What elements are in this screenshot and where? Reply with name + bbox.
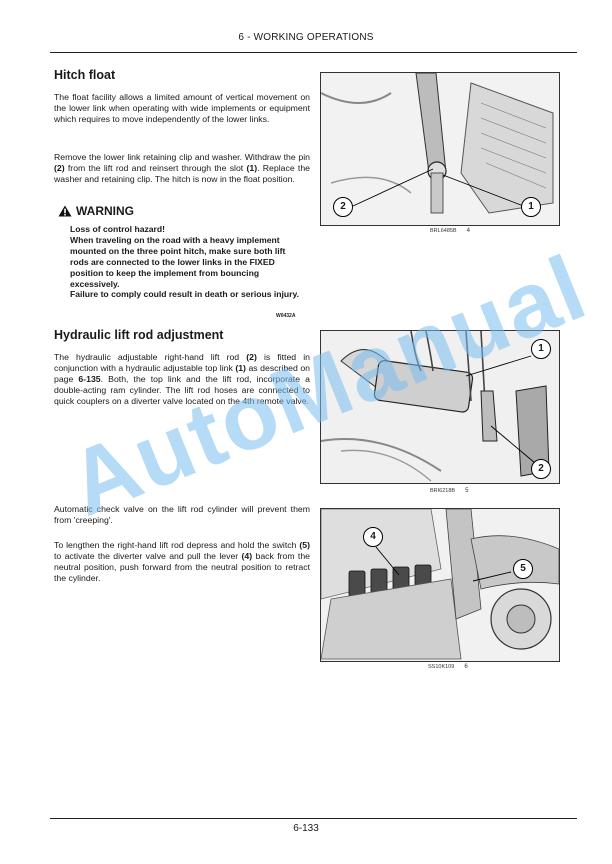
callout-label: 2 [340,201,346,212]
ref-2: (2) [246,352,257,362]
page-number: 6-133 [293,823,319,834]
text-run: from the lift rod and reinsert through t… [64,162,247,173]
warning-line: Failure to comply could result in death … [70,289,300,300]
callout-label: 1 [528,201,534,212]
figure-code: BRI6218B [430,488,456,494]
warning-triangle-icon [58,205,72,217]
ref-5: (5) [299,540,310,550]
page-ref: 6-135 [78,373,101,384]
callout-label: 2 [538,463,544,474]
figure-5-callout: 1 [531,339,551,359]
footer-rule [50,818,577,819]
callout-label: 1 [538,343,544,354]
section-title-lift-rod: Hydraulic lift rod adjustment [54,328,224,342]
figure-6-caption: SS10K109 6 [428,664,468,670]
text-run: The hydraulic adjustable right-hand lift… [54,352,247,362]
figure-6-image: 4 5 [320,508,560,662]
figure-6-callout: 4 [363,527,383,547]
ref-1: (1) [235,362,246,373]
ref-2: (2) [54,162,65,173]
warning-body: Loss of control hazard! When traveling o… [70,224,304,300]
text-run: back from the neutral position, push for… [54,550,310,583]
figure-5-caption: BRI6218B 5 [430,488,468,494]
lift-rod-paragraph-3: To lengthen the right-hand lift rod depr… [54,540,310,584]
figure-5-callout: 2 [531,459,551,479]
figure-number: 5 [465,488,469,494]
figure-number: 6 [464,664,468,670]
lift-rod-paragraph-2: Automatic check valve on the lift rod cy… [54,504,310,525]
text-run: Remove the lower link retaining clip and… [54,152,310,162]
figure-4-caption: BRL6485B 4 [430,228,470,234]
figure-6-callout: 5 [513,559,533,579]
callout-label: 5 [520,563,526,574]
text-run: to activate the diverter valve and pull … [54,550,242,561]
warning-code: W0432A [276,313,296,319]
text-run: . Replace the washer and retaining clip.… [54,162,310,184]
ref-4: (4) [241,550,253,561]
warning-heading: WARNING [58,204,134,218]
warning-line: When traveling on the road with a heavy … [70,234,286,289]
ref-1: (1) [246,162,258,173]
figure-4-image: 2 1 [320,72,560,226]
figure-5-image: 1 2 [320,330,560,484]
warning-line: Loss of control hazard! [70,224,166,234]
section-title-hitch-float: Hitch float [54,68,116,82]
figure-number: 4 [466,228,470,234]
text-run: . Both, the top link and the lift rod, i… [54,373,310,406]
header-rule [50,52,577,53]
warning-title: WARNING [76,204,134,218]
figure-4-callout: 1 [521,197,541,217]
hitch-float-paragraph-2: Remove the lower link retaining clip and… [54,152,310,185]
text-run: is fitted in conjunction with a hydrauli… [54,352,310,373]
figure-4-callout: 2 [333,197,353,217]
text-run: To lengthen the right-hand lift rod depr… [54,540,300,550]
text-run: as described on page [54,362,311,384]
figure-code: BRL6485B [430,228,457,234]
hitch-float-paragraph-1: The float facility allows a limited amou… [54,92,310,124]
figure-code: SS10K109 [428,664,455,670]
page-header: 6 - WORKING OPERATIONS [238,32,374,43]
lift-rod-paragraph-1: The hydraulic adjustable right-hand lift… [54,352,310,407]
callout-label: 4 [370,531,376,542]
